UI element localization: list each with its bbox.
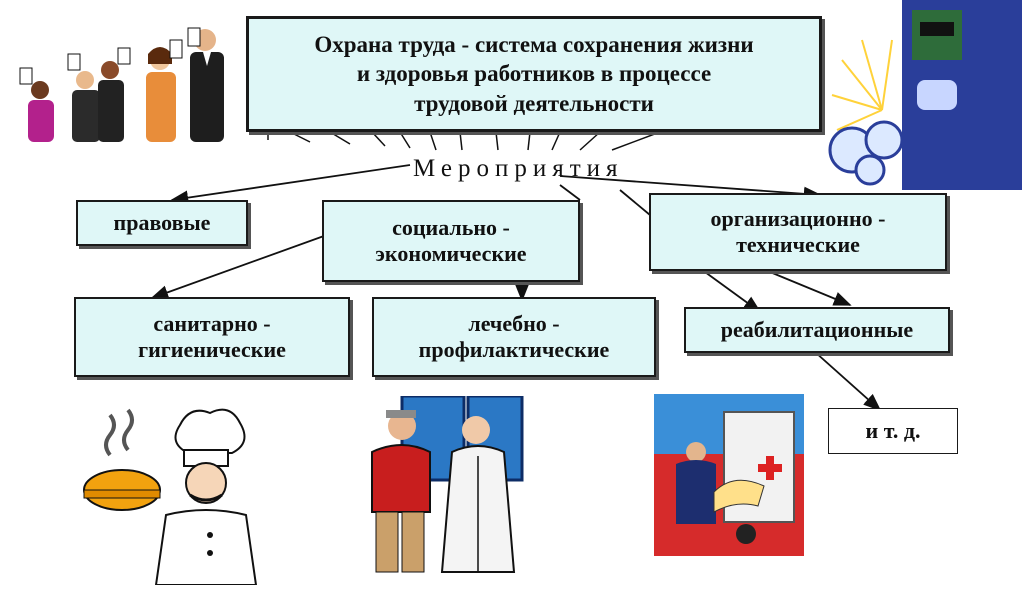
socio-econ-line-1: социально - [392,214,510,240]
box-sanitary: санитарно - гигиенические [74,297,350,377]
medical-line-2: профилактические [418,337,610,362]
arrow-to-sanitary [150,231,336,300]
arrow-to-etc [814,351,882,412]
box-socio-economic: социально - экономические [322,200,580,282]
socio-econ-line-2: экономические [375,241,527,266]
sanitary-line-2: гигиенические [138,337,286,362]
org-tech-line-2: технические [736,232,860,257]
sanitary-line-1: санитарно - [153,310,271,336]
title-line-3: трудовой деятельности [414,90,654,116]
title-line-1: Охрана труда - система сохранения жизни [314,31,754,57]
ambulance-icon [654,394,804,556]
arrow-to-rehab [704,271,762,314]
medical-line-1: лечебно - [468,310,560,336]
scorecard-people-icon [19,27,224,142]
title-box: Охрана труда - система сохранения жизни … [246,16,822,132]
box-legal: правовые [76,200,248,246]
legal-label: правовые [113,209,211,235]
arrow-to-org-tech [559,175,822,202]
etc-label: и т. д. [865,417,921,443]
title-line-2: и здоровья работников в процессе [356,61,712,87]
org-tech-line-1: организационно - [710,205,886,231]
box-rehabilitation: реабилитационные [684,307,950,353]
measures-label: Мероприятия [413,155,624,182]
arrow-to-legal [170,164,411,205]
doctor-patient-icon [371,396,524,573]
box-medical: лечебно - профилактические [372,297,656,377]
box-etc: и т. д. [828,408,958,454]
arrow-to-rehab-2 [769,271,852,306]
rehab-label: реабилитационные [720,316,914,342]
box-org-technical: организационно - технические [649,193,947,271]
welder-icon [828,0,1022,190]
chef-icon [83,408,258,585]
